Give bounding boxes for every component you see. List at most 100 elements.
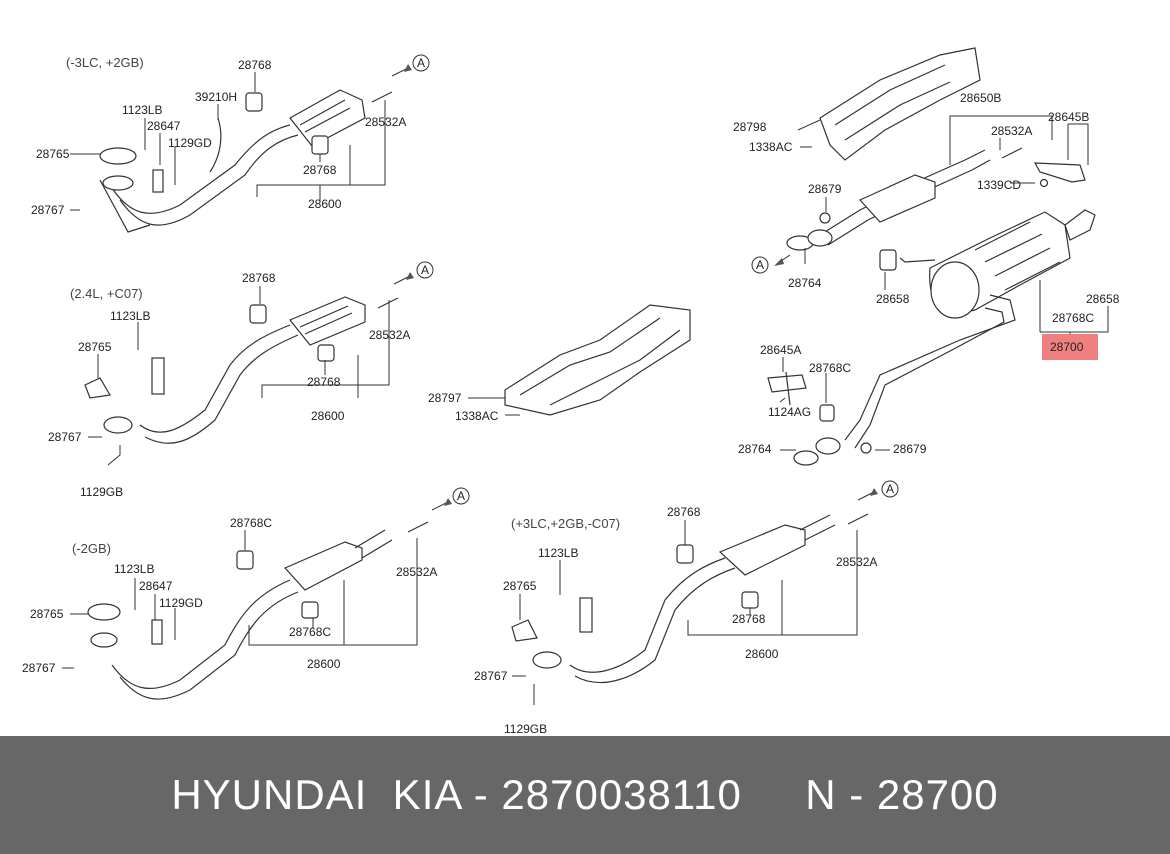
flange — [103, 416, 133, 434]
callout: 28765 — [36, 147, 70, 161]
ref-marker — [452, 487, 470, 505]
exhaust-system-drawing: (-3LC, +2GB) A 28768 1123LB 39210H 28647… — [22, 47, 1120, 736]
bolt — [377, 297, 399, 309]
bracket — [1033, 162, 1086, 183]
flange — [102, 175, 134, 191]
assembly-bottom-middle: (+3LC,+2GB,-C07) A 28768 1123LB 28765 28… — [474, 480, 899, 736]
hanger — [301, 601, 319, 619]
config-label: (-2GB) — [72, 541, 111, 556]
heat-shield — [504, 304, 691, 416]
callout: 1338AC — [749, 140, 793, 154]
hanger — [819, 404, 835, 422]
callout: 28765 — [78, 340, 112, 354]
hanger — [741, 591, 759, 609]
gasket — [84, 377, 111, 399]
bracket — [151, 357, 165, 395]
highlight-28700 — [1042, 334, 1098, 360]
center-muffler — [283, 541, 363, 591]
callout: 28532A — [365, 115, 406, 129]
svg-text:A: A — [421, 263, 429, 277]
config-label: (-3LC, +2GB) — [66, 55, 144, 70]
callout: 1123LB — [114, 562, 154, 576]
callout: 28768 — [732, 612, 766, 626]
svg-text:A: A — [886, 482, 894, 496]
hanger — [879, 249, 897, 271]
callout: 28768C — [230, 516, 272, 530]
callout: 28647 — [147, 119, 181, 133]
callout: 28767 — [474, 669, 508, 683]
callout: 28765 — [503, 579, 537, 593]
bracket — [152, 169, 164, 193]
assembly-bottom-left: (-2GB) A 28768C 1123LB 28647 1129GD 2876… — [22, 487, 470, 700]
catalytic-converter — [289, 89, 366, 147]
callout: 1123LB — [122, 103, 162, 117]
callout: 28600 — [745, 647, 779, 661]
callout: 1129GD — [159, 596, 203, 610]
bolt — [407, 521, 429, 533]
callout: 28647 — [139, 579, 173, 593]
flange — [532, 651, 562, 669]
assembly-middle-left: (2.4L, +C07) A 28768 1123LB 28765 28767 … — [48, 261, 434, 499]
svg-text:A: A — [756, 258, 764, 272]
callout: 28600 — [311, 409, 345, 423]
hanger — [236, 550, 254, 570]
gasket — [87, 603, 121, 621]
flange — [815, 437, 841, 455]
callout: 1339CD — [977, 178, 1021, 192]
assembly-rear-right: A 28798 1338AC 28650B 28532A 28645B 1339… — [733, 47, 1120, 466]
callout: 1129GB — [504, 722, 547, 736]
front-pipe — [111, 124, 291, 214]
callout: 28768C — [809, 361, 851, 375]
callout: 28765 — [30, 607, 64, 621]
callout: 28768 — [242, 271, 276, 285]
callout: 1338AC — [455, 409, 499, 423]
callout: 28768 — [667, 505, 701, 519]
callout: 1129GD — [168, 136, 212, 150]
config-label: (+3LC,+2GB,-C07) — [511, 516, 620, 531]
callout: 28650B — [960, 91, 1001, 105]
bracket — [151, 619, 163, 645]
part-number-banner: HYUNDAI KIA - 2870038110 N - 28700 — [0, 736, 1170, 854]
callout-highlighted: 28700 — [1050, 340, 1084, 354]
callout: 28600 — [307, 657, 341, 671]
callout: 28600 — [308, 197, 342, 211]
nut — [819, 212, 831, 224]
tail-pipe — [1064, 209, 1096, 241]
callout: 28768C — [289, 625, 331, 639]
flange — [90, 632, 118, 648]
callout: 1123LB — [110, 309, 150, 323]
hanger — [245, 92, 263, 112]
callout: 28768C — [1052, 311, 1094, 325]
callout: 28645B — [1048, 110, 1089, 124]
nut — [1039, 178, 1049, 188]
gasket — [793, 450, 819, 466]
flange — [807, 229, 833, 247]
callout: 28658 — [1086, 292, 1120, 306]
assembly-top-left: (-3LC, +2GB) A 28768 1123LB 39210H 28647… — [31, 54, 430, 233]
callout: 28658 — [876, 292, 910, 306]
front-pipe — [139, 324, 291, 433]
callout: 28764 — [738, 442, 772, 456]
bolt — [847, 513, 869, 525]
hanger — [676, 544, 694, 564]
muffler-end-cap — [930, 261, 980, 319]
hanger — [311, 135, 329, 155]
parts-diagram: (-3LC, +2GB) A 28768 1123LB 39210H 28647… — [22, 47, 1120, 736]
bracket — [579, 597, 593, 633]
callout: 28532A — [991, 124, 1032, 138]
center-muffler — [859, 174, 936, 223]
config-label: (2.4L, +C07) — [70, 286, 143, 301]
front-pipe — [111, 579, 291, 689]
front-pipe — [569, 557, 726, 673]
gasket — [99, 147, 137, 165]
callout: 1124AG — [768, 405, 811, 419]
callout: 28532A — [396, 565, 437, 579]
callout: 28532A — [836, 555, 877, 569]
svg-text:A: A — [417, 56, 425, 70]
ref-marker — [751, 256, 769, 274]
gasket — [511, 619, 538, 642]
heat-shield-assembly: 28797 1338AC — [428, 304, 691, 423]
callout: 39210H — [195, 90, 237, 104]
heat-shield — [819, 47, 981, 161]
ref-marker — [412, 54, 430, 72]
